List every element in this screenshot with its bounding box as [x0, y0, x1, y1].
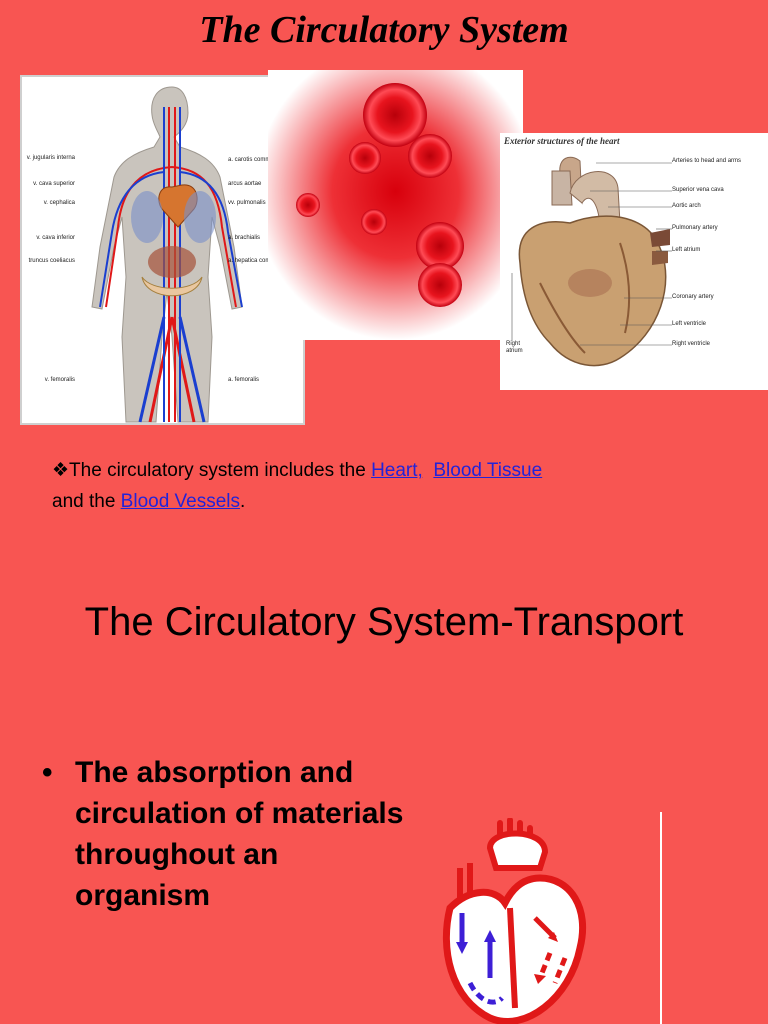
label-v-jugularis: v. jugularis interna [26, 155, 75, 161]
label-coronary-artery: Coronary artery [672, 294, 714, 300]
blood-vessels-link[interactable]: Blood Vessels [120, 491, 241, 512]
intro-text-end: . [240, 491, 246, 512]
heart-exterior-diagram: Exterior structures of the heart Arterie… [500, 133, 768, 390]
label-truncus-coeliacus: truncus coeliacus [28, 258, 75, 264]
body-figure-illustration [91, 86, 243, 423]
heart-exterior-illustration [511, 156, 672, 367]
label-a-hepatica: a. hepatica communis [228, 258, 287, 264]
intro-text-middle: and the [52, 491, 121, 512]
blood-tissue-link[interactable]: Blood Tissue [433, 460, 543, 481]
label-v-cephalica: v. cephalica [43, 200, 75, 206]
heart-blood-flow-illustration [442, 818, 587, 1024]
label-left-ventricle: Left ventricle [672, 321, 707, 327]
label-a-carotis: a. carotis communis [228, 157, 282, 163]
label-a-brachialis: a. brachialis [228, 235, 261, 241]
slide-title: The Circulatory System [199, 9, 569, 51]
body-circulation-diagram: v. jugularis interna v. cava superior v.… [20, 75, 305, 425]
label-right-ventricle: Right ventricle [672, 341, 711, 347]
transport-bullet: • The absorption and circulation of mate… [42, 752, 412, 916]
blood-cells-image [268, 70, 523, 340]
label-right-atrium: Right atrium [506, 341, 523, 354]
intro-text-start: The circulatory system includes the [69, 460, 372, 481]
label-vv-pulmonalis: vv. pulmonalis [228, 200, 266, 206]
heart-diagram-title: Exterior structures of the heart [504, 136, 620, 146]
label-pulmonary-artery: Pulmonary artery [672, 225, 718, 231]
bullet-dot-icon: • [42, 756, 53, 789]
label-aortic-arch: Aortic arch [672, 203, 701, 209]
label-v-femoralis: v. femoralis [44, 377, 75, 383]
label-superior-vena-cava: Superior vena cava [672, 187, 724, 193]
diamond-bullet-icon: ❖ [52, 460, 70, 481]
intro-paragraph: ❖The circulatory system includes the Hea… [52, 455, 742, 517]
transport-bullet-text: The absorption and circulation of materi… [75, 756, 404, 912]
label-a-femoralis: a. femoralis [228, 377, 260, 383]
label-arcus-aortae: arcus aortae [228, 181, 262, 187]
label-left-atrium: Left atrium [672, 247, 701, 253]
vertical-divider [660, 812, 662, 1024]
label-arteries-head-arms: Arteries to head and arms [672, 158, 742, 164]
label-v-cava-inferior: v. cava inferior [36, 235, 75, 241]
label-v-cava-superior: v. cava superior [33, 181, 75, 187]
section-title: The Circulatory System-Transport [84, 600, 684, 644]
heart-link[interactable]: Heart, [371, 460, 423, 481]
red-blood-cells-illustration [268, 70, 523, 340]
